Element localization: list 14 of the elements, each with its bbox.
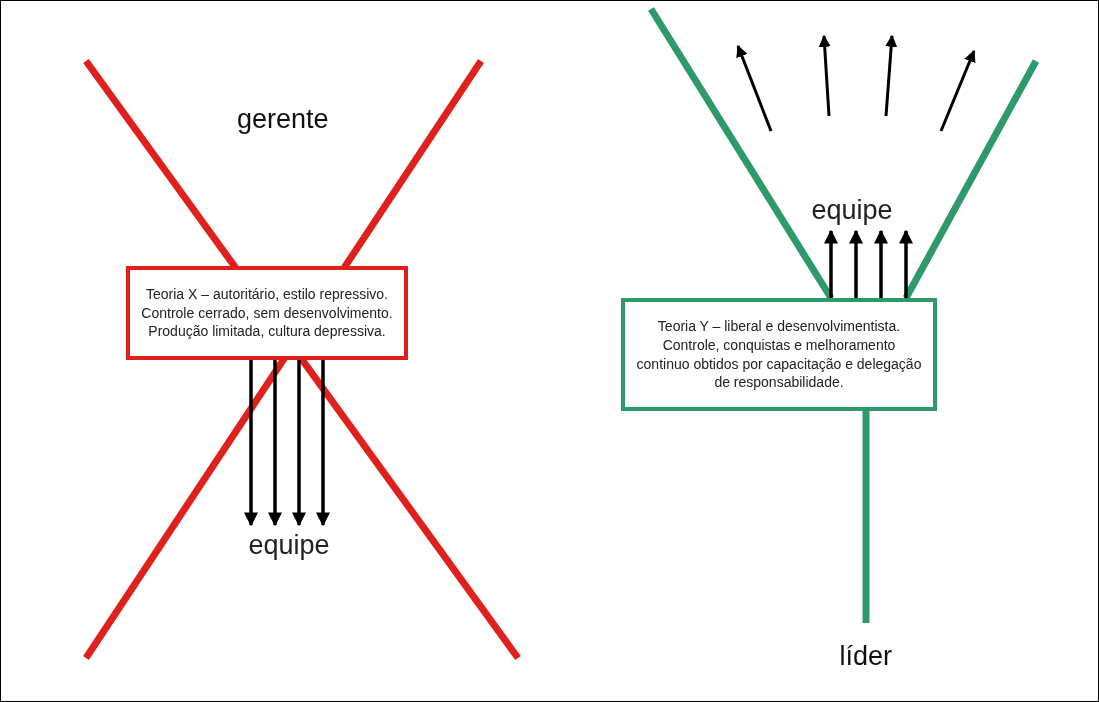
arrow [899, 229, 913, 298]
arrow [268, 360, 282, 527]
arrow [874, 229, 888, 298]
arrow [292, 360, 306, 527]
group-label: equipe [806, 189, 898, 231]
theory-box: Teoria Y – liberal e desenvolvimentista. Controle, conquistas e melhoramento continuo obtidos por capacitação e delegação de responsabilidade. [621, 298, 937, 411]
arrow [824, 229, 838, 298]
arrow [849, 229, 863, 298]
role-label: líder [839, 640, 893, 672]
arrow [316, 360, 330, 527]
theory-box: Teoria X – autoritário, estilo repressivo. Controle cerrado, sem desenvolvimento. Produção limitada, cultura depressiva. [126, 266, 408, 360]
group-label: equipe [241, 525, 337, 565]
role-label: gerente [237, 103, 329, 135]
arrow [244, 360, 258, 527]
